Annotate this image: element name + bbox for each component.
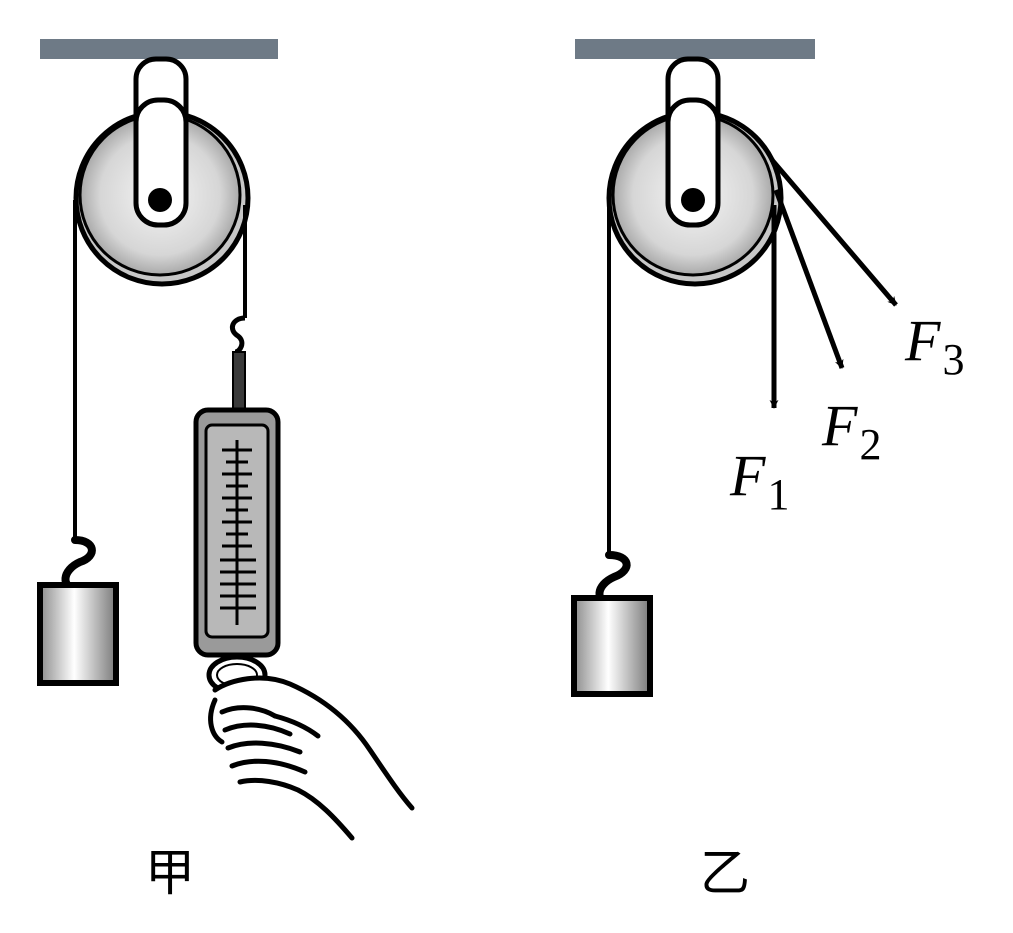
figure-yi: F1 F2 F3 乙	[571, 39, 964, 902]
spring-scale	[193, 315, 281, 696]
pulley-axle	[681, 188, 705, 212]
force-label-f2: F2	[821, 393, 881, 469]
hand-icon	[208, 675, 415, 841]
force-arrow-f2	[773, 189, 845, 369]
ceiling-bar	[40, 39, 278, 59]
caption-yi: 乙	[700, 844, 750, 902]
ceiling-bar	[575, 39, 815, 59]
force-arrow-f3	[770, 158, 898, 307]
scale-ticks	[220, 440, 256, 625]
caption-jia: 甲	[145, 844, 195, 902]
force-label-f1: F1	[729, 443, 789, 519]
hanging-weight	[37, 582, 119, 686]
figure-jia: 甲	[37, 39, 415, 902]
fixed-pulley	[73, 97, 251, 287]
pulley-axle	[148, 188, 172, 212]
force-label-f3: F3	[904, 308, 964, 384]
hanging-weight	[571, 595, 653, 697]
fixed-pulley	[606, 56, 784, 287]
